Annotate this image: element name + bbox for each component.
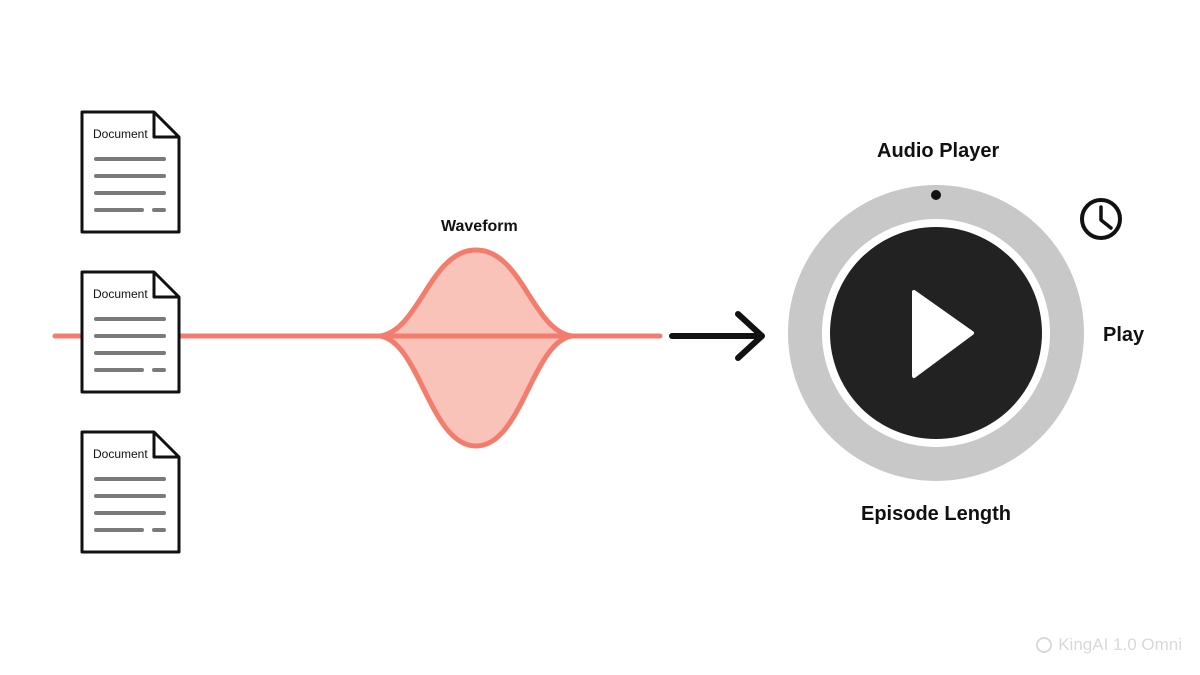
waveform-label: Waveform [441, 218, 518, 235]
episode-length-label: Episode Length [861, 503, 1011, 525]
watermark: KingAI 1.0 Omni [1036, 635, 1182, 655]
document-icon [80, 430, 181, 554]
arrow-right-icon [669, 311, 765, 361]
audio-player-title: Audio Player [877, 140, 1000, 162]
play-icon[interactable] [912, 290, 974, 378]
watermark-logo-icon [1036, 637, 1053, 653]
audio-player [788, 185, 1084, 481]
waveform-fill [380, 250, 572, 446]
clock-icon [1080, 198, 1122, 240]
document-label: Document [93, 447, 148, 461]
document-icon [80, 270, 181, 394]
watermark-text: KingAI 1.0 Omni [1058, 635, 1182, 654]
document-label: Document [93, 127, 148, 141]
waveform-outline [377, 247, 575, 449]
document-icon [80, 110, 181, 234]
play-label: Play [1103, 324, 1145, 346]
progress-marker[interactable] [931, 190, 941, 200]
document-label: Document [93, 287, 148, 301]
